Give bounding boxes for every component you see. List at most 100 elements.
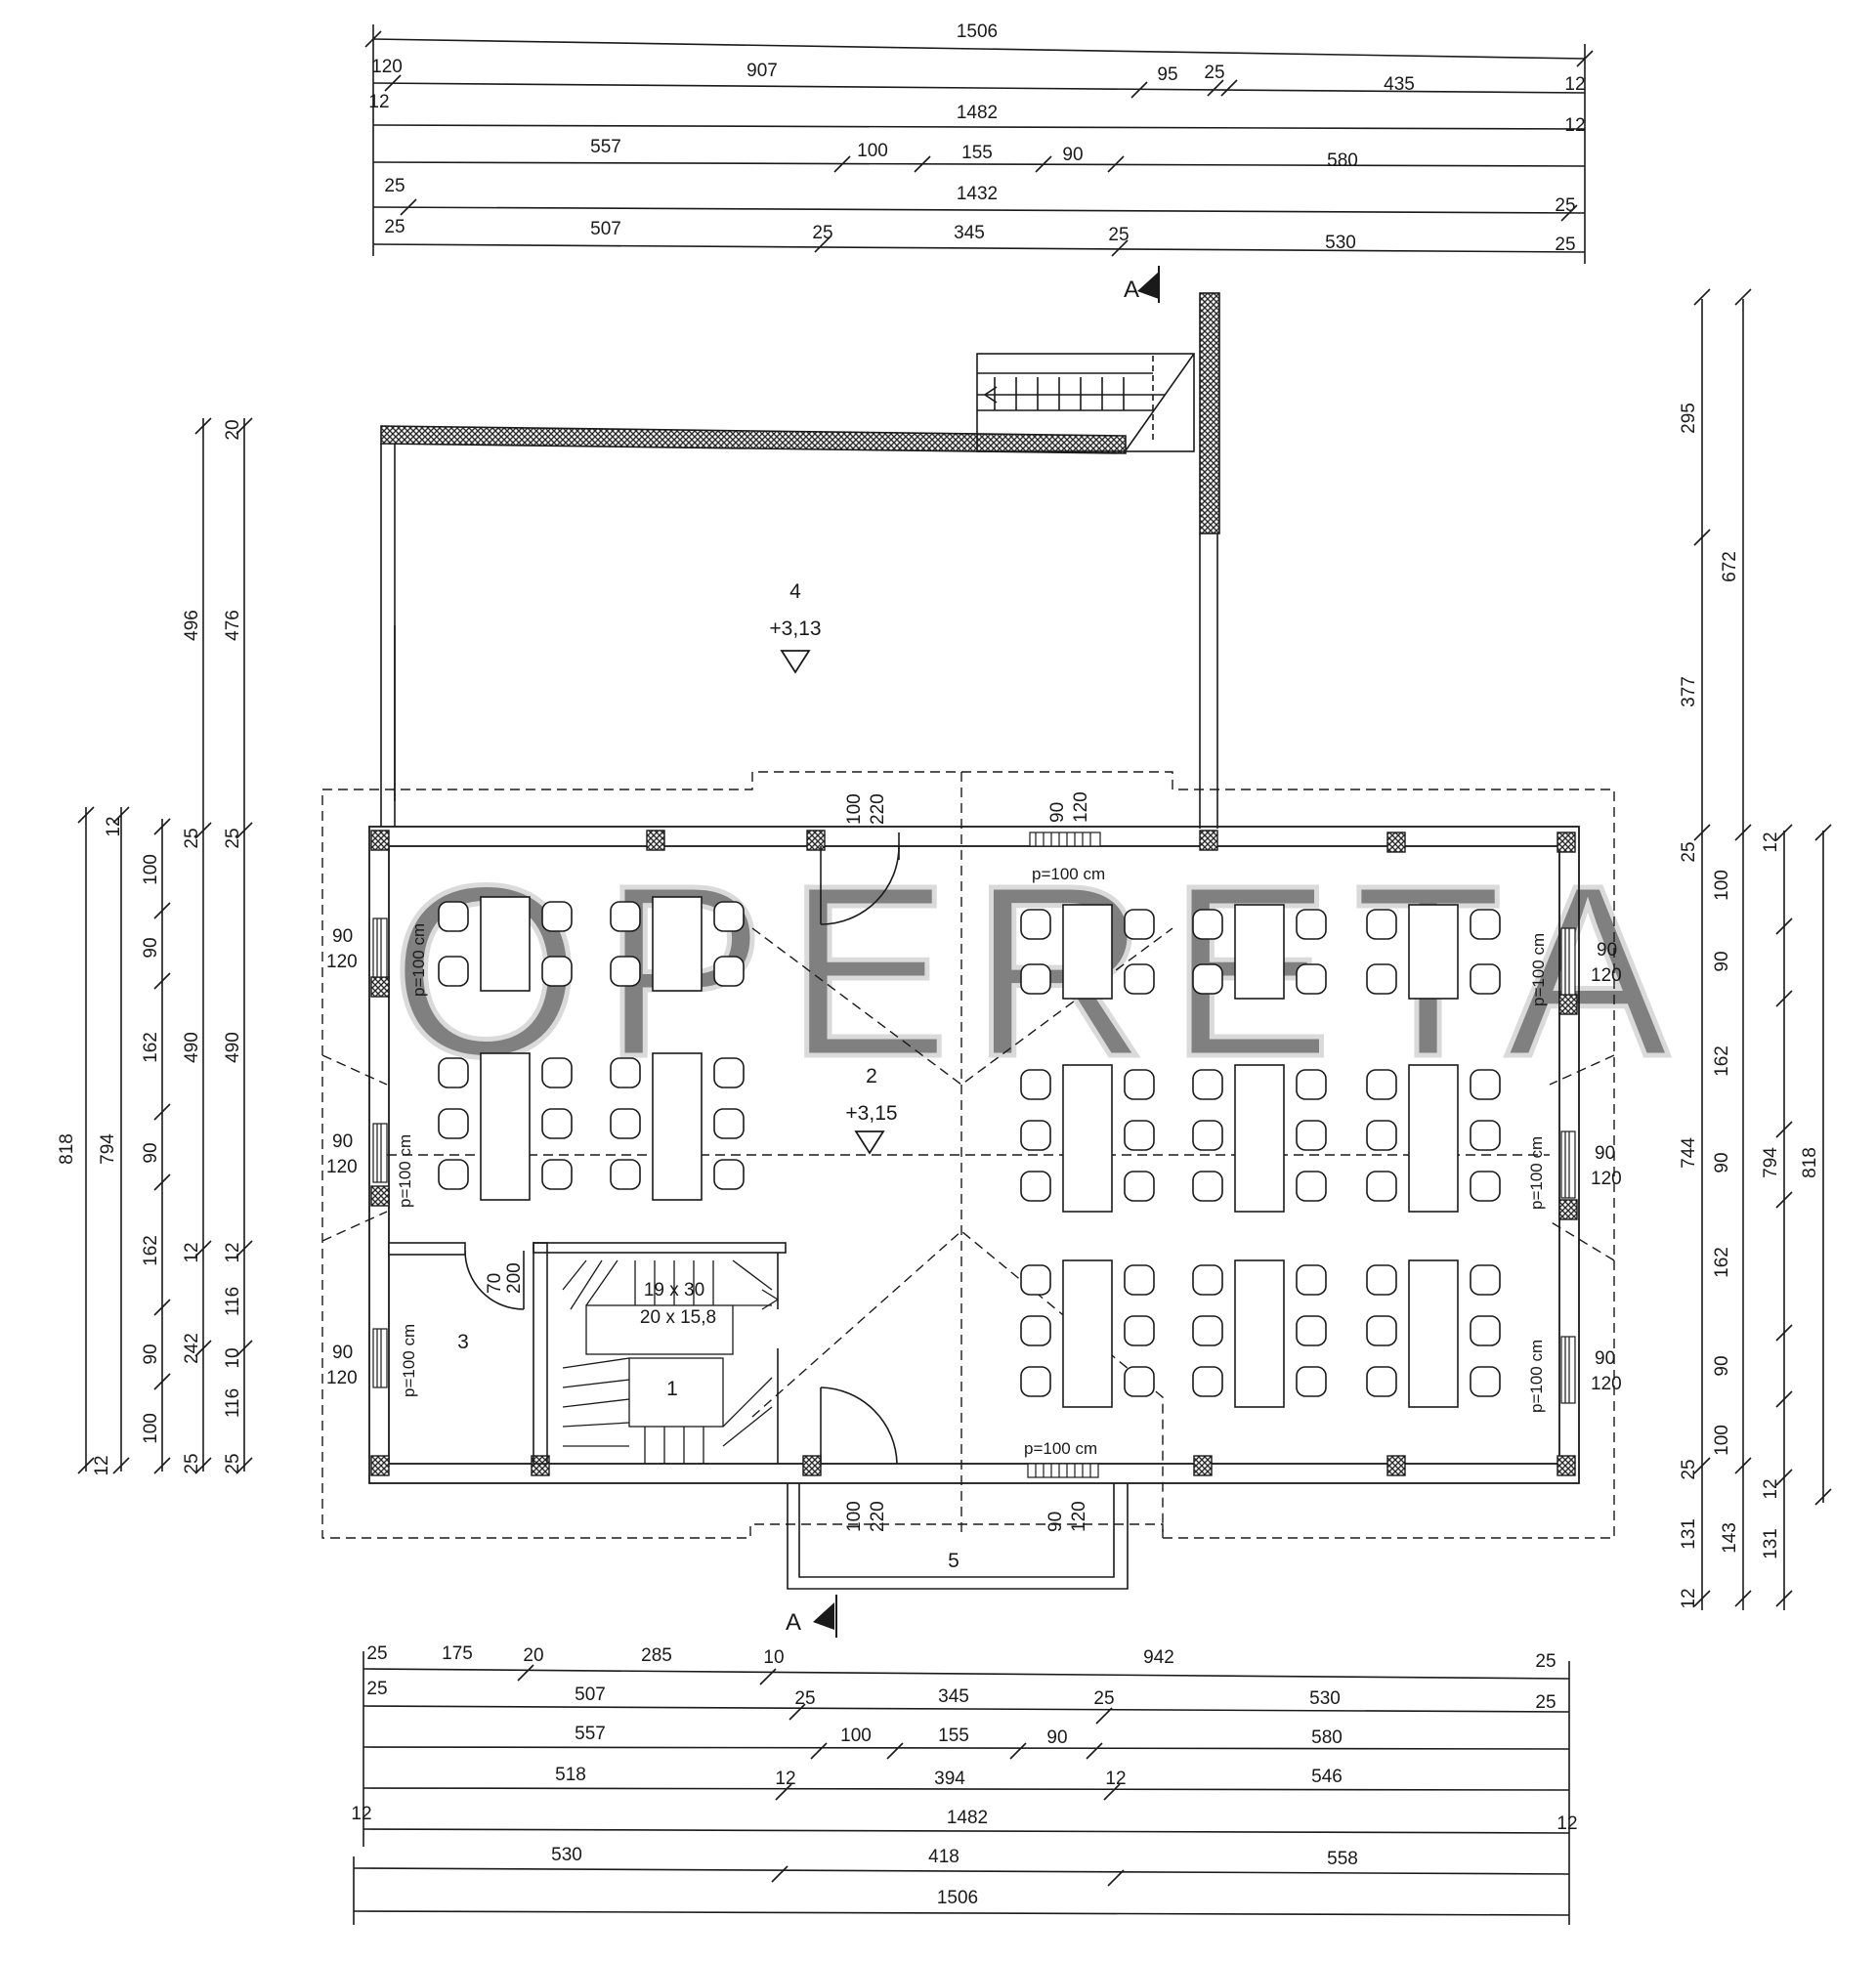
chair [541, 956, 573, 987]
svg-text:25: 25 [1535, 1692, 1556, 1713]
svg-text:435: 435 [1384, 74, 1415, 95]
svg-text:90: 90 [332, 1343, 353, 1363]
svg-text:25: 25 [182, 1453, 202, 1473]
svg-text:418: 418 [928, 1847, 959, 1867]
chair [1192, 1315, 1223, 1346]
chair [438, 1159, 469, 1190]
svg-text:12: 12 [351, 1804, 371, 1824]
chair [1296, 1264, 1327, 1296]
svg-text:p=100 cm: p=100 cm [400, 1324, 418, 1397]
windows-bottom [1027, 1463, 1099, 1478]
svg-text:25: 25 [1204, 63, 1224, 83]
svg-text:744: 744 [1679, 1137, 1699, 1169]
svg-text:p=100 cm: p=100 cm [1527, 1340, 1546, 1413]
svg-text:70: 70 [485, 1273, 505, 1294]
left-dim-ticks [77, 417, 253, 1474]
svg-text:12: 12 [223, 1242, 243, 1262]
door-room-3 [464, 1250, 525, 1310]
svg-text:120: 120 [1071, 791, 1091, 823]
table [1234, 1064, 1285, 1213]
chair [1192, 909, 1223, 940]
top-dim-ticks [364, 30, 1594, 257]
chair [610, 901, 641, 932]
svg-text:90: 90 [332, 926, 353, 947]
svg-text:530: 530 [1325, 233, 1356, 253]
svg-text:100: 100 [1712, 870, 1732, 901]
svg-text:530: 530 [551, 1845, 582, 1865]
chair [1470, 1069, 1501, 1100]
chair [1192, 963, 1223, 995]
svg-text:p=100 cm: p=100 cm [1529, 933, 1548, 1006]
section-marker-bottom: A [786, 1595, 837, 1638]
svg-text:90: 90 [1712, 1152, 1732, 1173]
svg-text:155: 155 [961, 143, 993, 163]
interior-stair [562, 1259, 780, 1464]
svg-text:285: 285 [641, 1645, 672, 1666]
svg-text:100: 100 [844, 793, 865, 825]
svg-text:100: 100 [1712, 1425, 1732, 1456]
svg-text:907: 907 [746, 61, 778, 81]
chair [541, 1057, 573, 1088]
top-dimensions [372, 24, 1586, 264]
svg-text:530: 530 [1309, 1688, 1341, 1709]
chair [1470, 1315, 1501, 1346]
table-group [1192, 1064, 1327, 1213]
svg-text:90: 90 [1712, 951, 1732, 971]
svg-text:25: 25 [1679, 1459, 1699, 1479]
exterior-stair [976, 353, 1195, 454]
svg-text:162: 162 [1712, 1045, 1732, 1077]
svg-text:220: 220 [868, 1501, 888, 1532]
chair [1366, 1366, 1397, 1397]
chair [1020, 1315, 1051, 1346]
stair-label: 19 x 30 20 x 15,8 [640, 1280, 716, 1328]
table-group [1192, 1259, 1327, 1408]
chair [1366, 1315, 1397, 1346]
svg-text:12: 12 [1761, 832, 1781, 852]
windows-top [1029, 832, 1101, 847]
svg-text:794: 794 [98, 1133, 118, 1165]
svg-text:10: 10 [223, 1347, 243, 1368]
svg-text:25: 25 [812, 223, 832, 243]
room-labels: 2 +3,15 3 1 5 [457, 1065, 959, 1572]
svg-text:131: 131 [1761, 1528, 1781, 1559]
svg-text:12: 12 [1556, 1813, 1577, 1834]
svg-text:90: 90 [141, 1344, 161, 1364]
svg-text:12: 12 [1761, 1478, 1781, 1499]
svg-text:90: 90 [1046, 1727, 1067, 1748]
svg-text:25: 25 [366, 1643, 387, 1664]
chair [1020, 1366, 1051, 1397]
svg-text:25: 25 [1679, 841, 1699, 862]
chair [541, 901, 573, 932]
table [1062, 1259, 1113, 1408]
svg-text:116: 116 [223, 1287, 243, 1316]
svg-text:20 x 15,8: 20 x 15,8 [640, 1307, 716, 1328]
svg-text:490: 490 [223, 1032, 243, 1063]
svg-text:794: 794 [1761, 1147, 1781, 1178]
table-group [610, 896, 745, 992]
table [1062, 904, 1113, 1000]
svg-text:162: 162 [1712, 1247, 1732, 1278]
svg-text:120: 120 [1069, 1501, 1089, 1532]
chair [1296, 1069, 1327, 1100]
table-group [1192, 904, 1327, 1000]
roof-outline [321, 771, 1615, 1539]
svg-text:25: 25 [182, 828, 202, 848]
chair [1470, 963, 1501, 995]
right-dim-ticks [1693, 288, 1832, 1607]
chair [1470, 909, 1501, 940]
bottom-dimensions [353, 1651, 1570, 1925]
svg-text:518: 518 [555, 1765, 586, 1785]
svg-text:120: 120 [371, 57, 403, 77]
svg-text:1506: 1506 [957, 21, 998, 42]
svg-text:25: 25 [366, 1679, 387, 1699]
svg-text:12: 12 [104, 816, 124, 836]
svg-text:95: 95 [1157, 64, 1177, 85]
svg-text:100: 100 [141, 1413, 161, 1444]
right-dimensions [1701, 299, 1824, 1610]
svg-text:558: 558 [1327, 1849, 1358, 1869]
chair [1020, 1264, 1051, 1296]
room-1-number: 1 [666, 1378, 678, 1400]
svg-text:1482: 1482 [947, 1808, 988, 1828]
svg-text:100: 100 [857, 141, 888, 161]
